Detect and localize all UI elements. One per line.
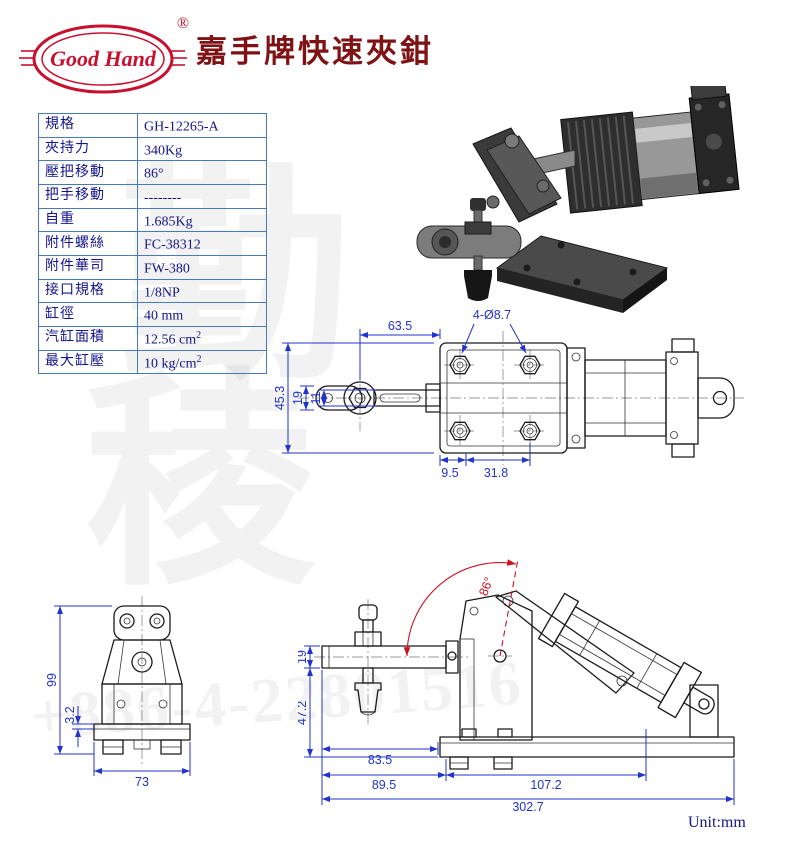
spec-value: 1.685Kg bbox=[137, 207, 267, 233]
spec-label: 把手移動 bbox=[38, 183, 138, 209]
spec-label: 壓把移動 bbox=[38, 160, 138, 185]
dim-top-9-5: 9.5 bbox=[441, 466, 458, 480]
spec-label: 附件螺絲 bbox=[38, 231, 138, 256]
dim-side-19: 19 bbox=[298, 650, 309, 664]
spec-label: 自重 bbox=[38, 207, 138, 233]
top-view-drawing: 63.5 4-Ø8.7 45.3 19 11 9.5 31.8 bbox=[273, 308, 744, 480]
spec-value: 340Kg bbox=[137, 136, 267, 162]
dim-front-99: 99 bbox=[45, 673, 59, 687]
spec-value: 10 kg/cm2 bbox=[137, 349, 267, 375]
spec-value: -------- bbox=[137, 183, 267, 209]
dim-top-width: 63.5 bbox=[388, 319, 412, 333]
side-view-drawing: 86° 19 47.2 83.5 89.5 107.2 302.7 bbox=[298, 558, 735, 813]
dim-holes-label: 4-Ø8.7 bbox=[473, 308, 511, 322]
spec-value: 1/8NP bbox=[137, 278, 267, 304]
brand-logo-text: Good Hand bbox=[50, 46, 157, 71]
spec-value: FW-380 bbox=[137, 254, 267, 280]
dim-side-107-2: 107.2 bbox=[530, 778, 561, 792]
spec-label: 接口規格 bbox=[38, 278, 138, 304]
dim-side-83-5: 83.5 bbox=[368, 753, 392, 767]
spec-label: 夾持力 bbox=[38, 136, 138, 162]
table-row: 把手移動-------- bbox=[38, 183, 267, 209]
spec-label: 規格 bbox=[38, 113, 138, 138]
clamp-3d-render bbox=[416, 86, 740, 313]
spec-value: FC-38312 bbox=[137, 231, 267, 256]
unit-label: Unit:mm bbox=[688, 814, 746, 831]
front-view-drawing: 99 3.2 73 bbox=[45, 596, 191, 789]
spec-label: 最大缸壓 bbox=[38, 349, 138, 375]
dim-side-89-5: 89.5 bbox=[372, 778, 396, 792]
dim-side-302-7: 302.7 bbox=[512, 800, 543, 813]
spec-value: GH-12265-A bbox=[137, 113, 267, 138]
dim-side-angle: 86° bbox=[476, 575, 496, 598]
spec-value: 12.56 cm2 bbox=[137, 325, 267, 351]
registered-trademark-icon: ® bbox=[177, 15, 189, 32]
brand-logo: Good Hand ® bbox=[19, 15, 189, 94]
dim-top-19: 19 bbox=[291, 391, 305, 405]
dim-front-3-2: 3.2 bbox=[63, 706, 77, 723]
spec-label: 汽缸面積 bbox=[38, 325, 138, 351]
dim-top-height: 45.3 bbox=[273, 386, 287, 410]
spec-value: 86° bbox=[137, 160, 267, 185]
page-title: 嘉手牌快速夾鉗 bbox=[196, 34, 434, 69]
dim-top-11: 11 bbox=[309, 391, 323, 404]
dim-front-73: 73 bbox=[135, 775, 149, 789]
spec-label: 附件華司 bbox=[38, 254, 138, 280]
spec-label: 缸徑 bbox=[38, 302, 138, 327]
dim-side-47-2: 47.2 bbox=[298, 701, 309, 725]
dim-top-31-8: 31.8 bbox=[484, 466, 508, 480]
spec-value: 40 mm bbox=[137, 302, 267, 327]
